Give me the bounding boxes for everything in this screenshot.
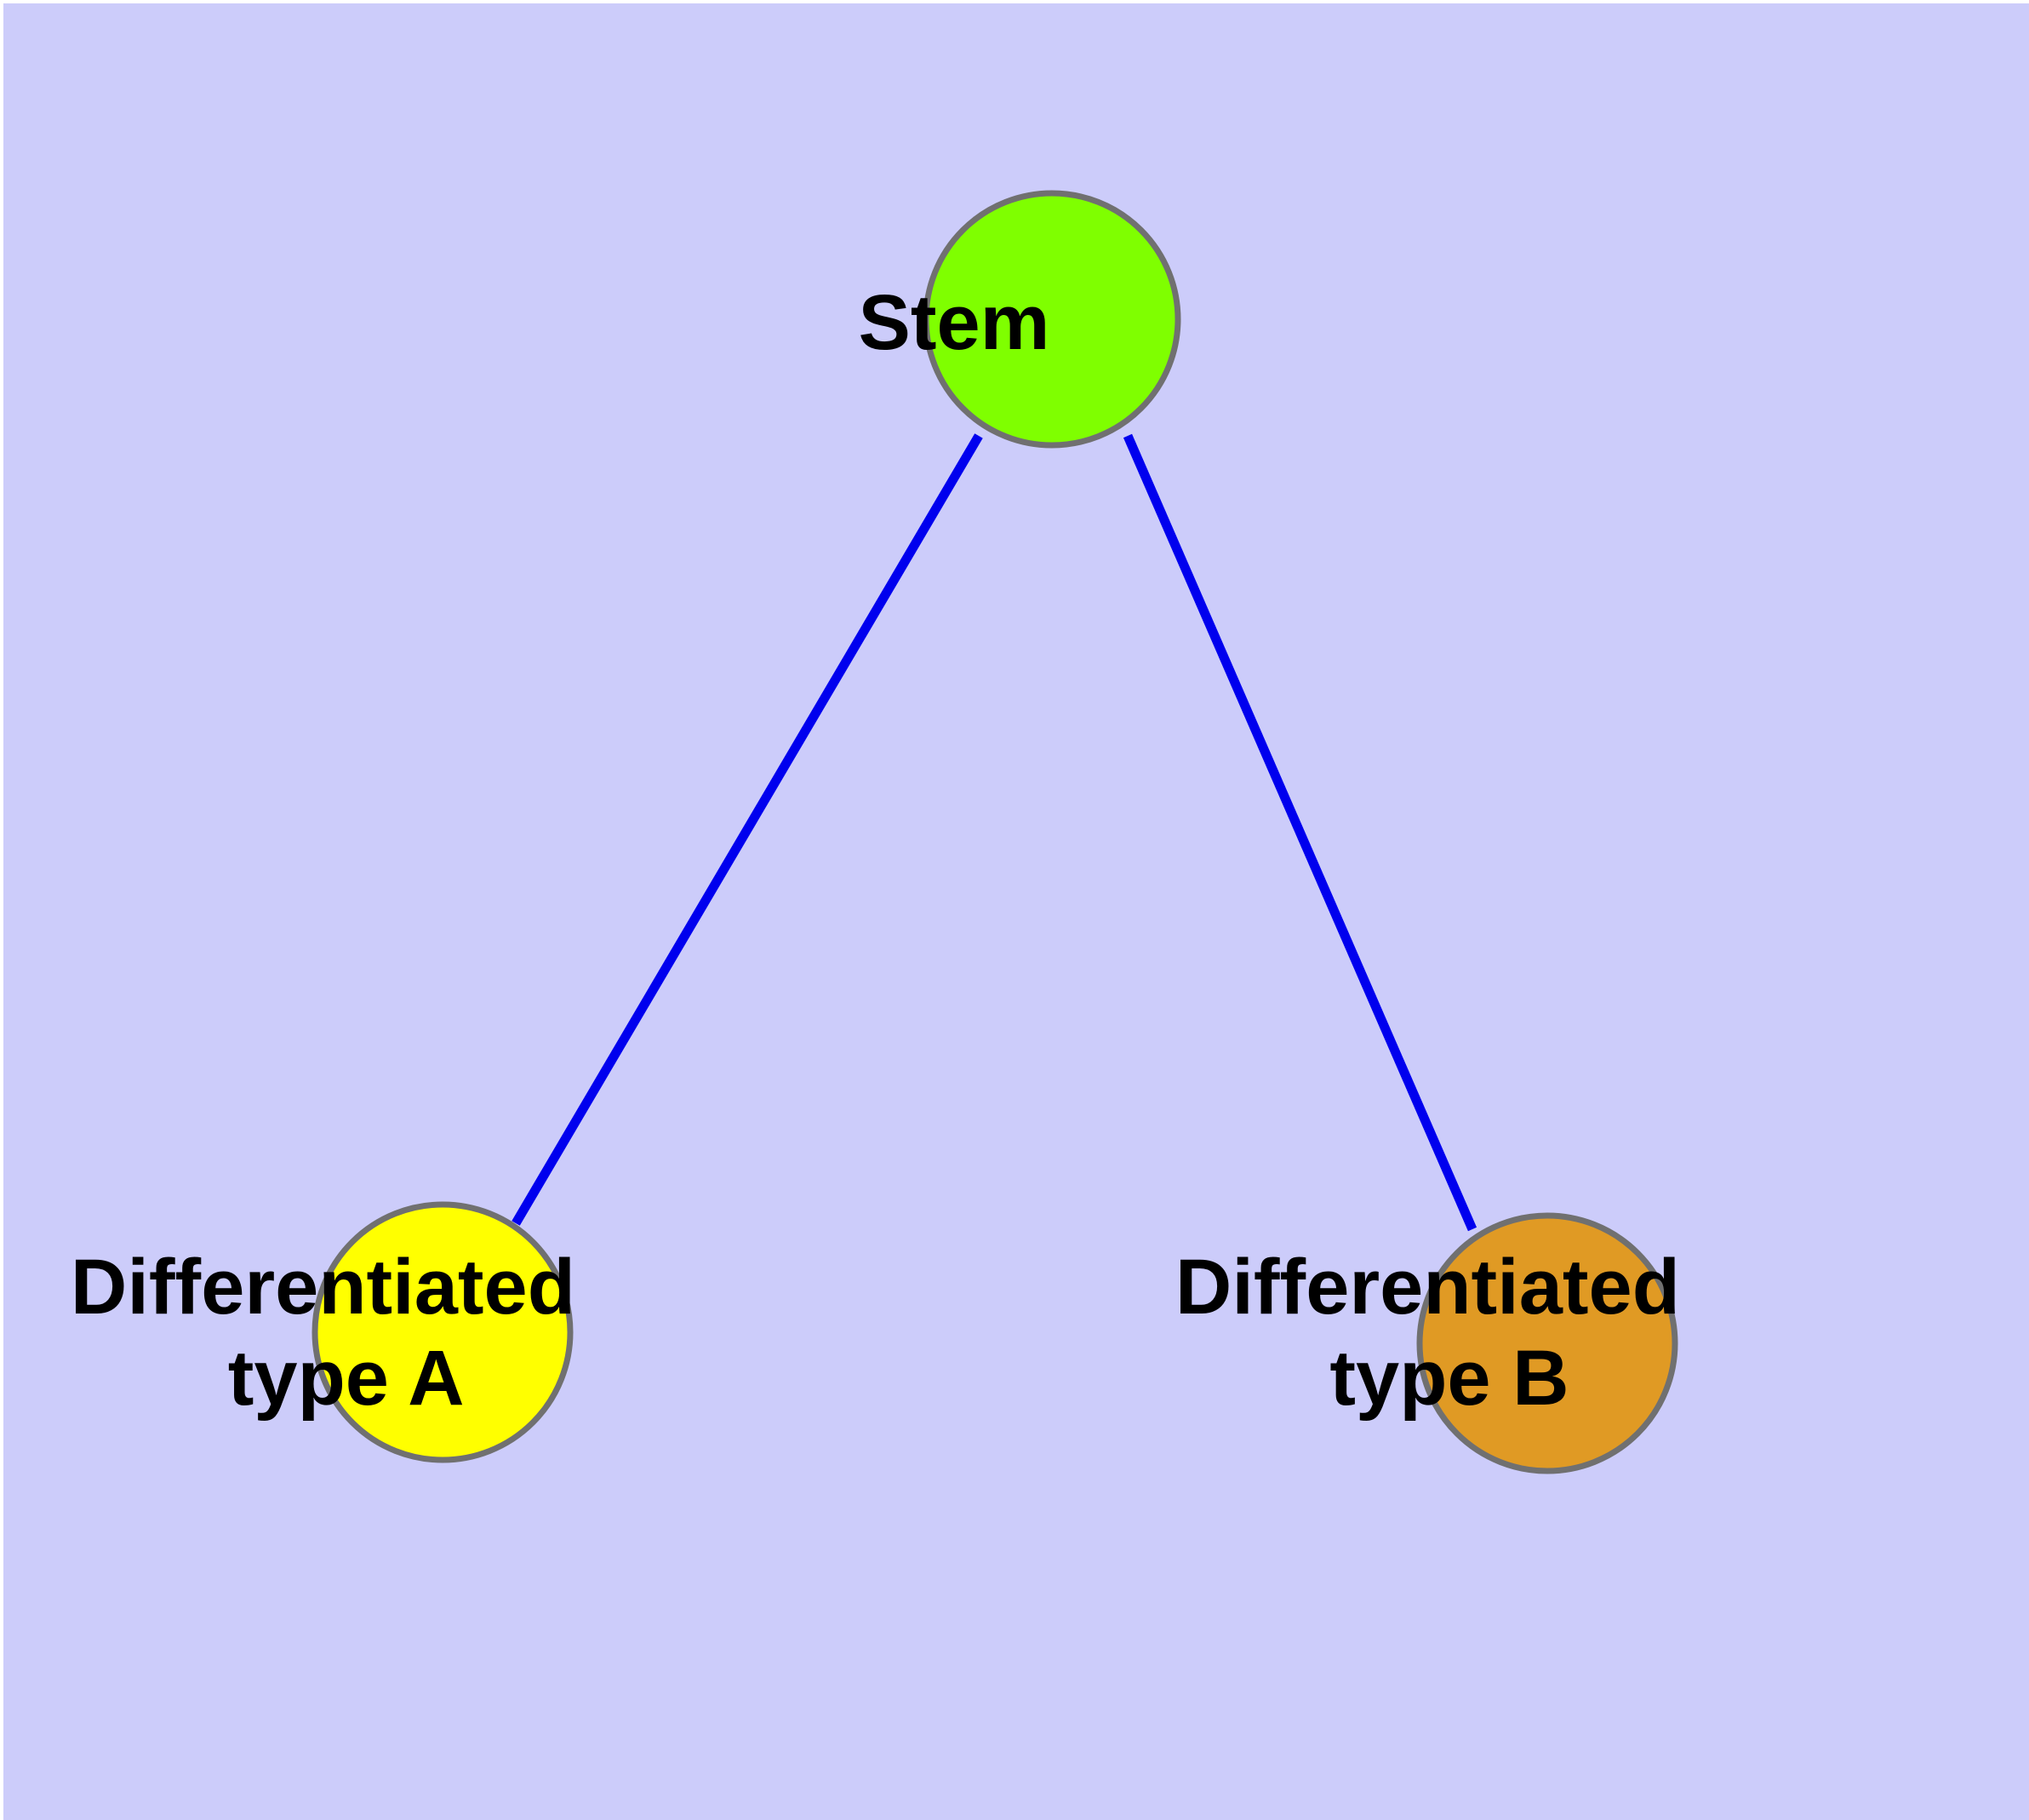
- node-stem[interactable]: Stem: [858, 190, 1245, 449]
- node-stem-label-line-1: Stem: [858, 279, 1049, 366]
- node-diff-b-label: Differentiated type B: [1175, 1244, 1919, 1422]
- edge-layer: [512, 433, 1477, 1232]
- node-diff-b-circle[interactable]: [1416, 1212, 1678, 1474]
- edge-stem-to-diff-a[interactable]: [512, 433, 983, 1226]
- node-diff-a-label-line-1: Differentiated: [71, 1244, 575, 1331]
- node-diff-b-label-line-2: type B: [1329, 1335, 1569, 1422]
- node-diff-a-circle[interactable]: [311, 1201, 574, 1463]
- node-layer: Stem Differentiated type A Differentiate…: [71, 190, 1919, 1474]
- node-diff-b-label-line-1: Differentiated: [1175, 1244, 1680, 1331]
- node-stem-label: Stem: [858, 279, 1245, 366]
- node-diff-a-label-line-2: type A: [228, 1335, 463, 1422]
- edge-stem-to-diff-b[interactable]: [1123, 433, 1477, 1232]
- node-diff-a[interactable]: Differentiated type A: [71, 1201, 814, 1463]
- node-diff-a-label: Differentiated type A: [71, 1244, 814, 1422]
- node-diff-b[interactable]: Differentiated type B: [1175, 1212, 1919, 1474]
- node-stem-circle[interactable]: [923, 190, 1181, 449]
